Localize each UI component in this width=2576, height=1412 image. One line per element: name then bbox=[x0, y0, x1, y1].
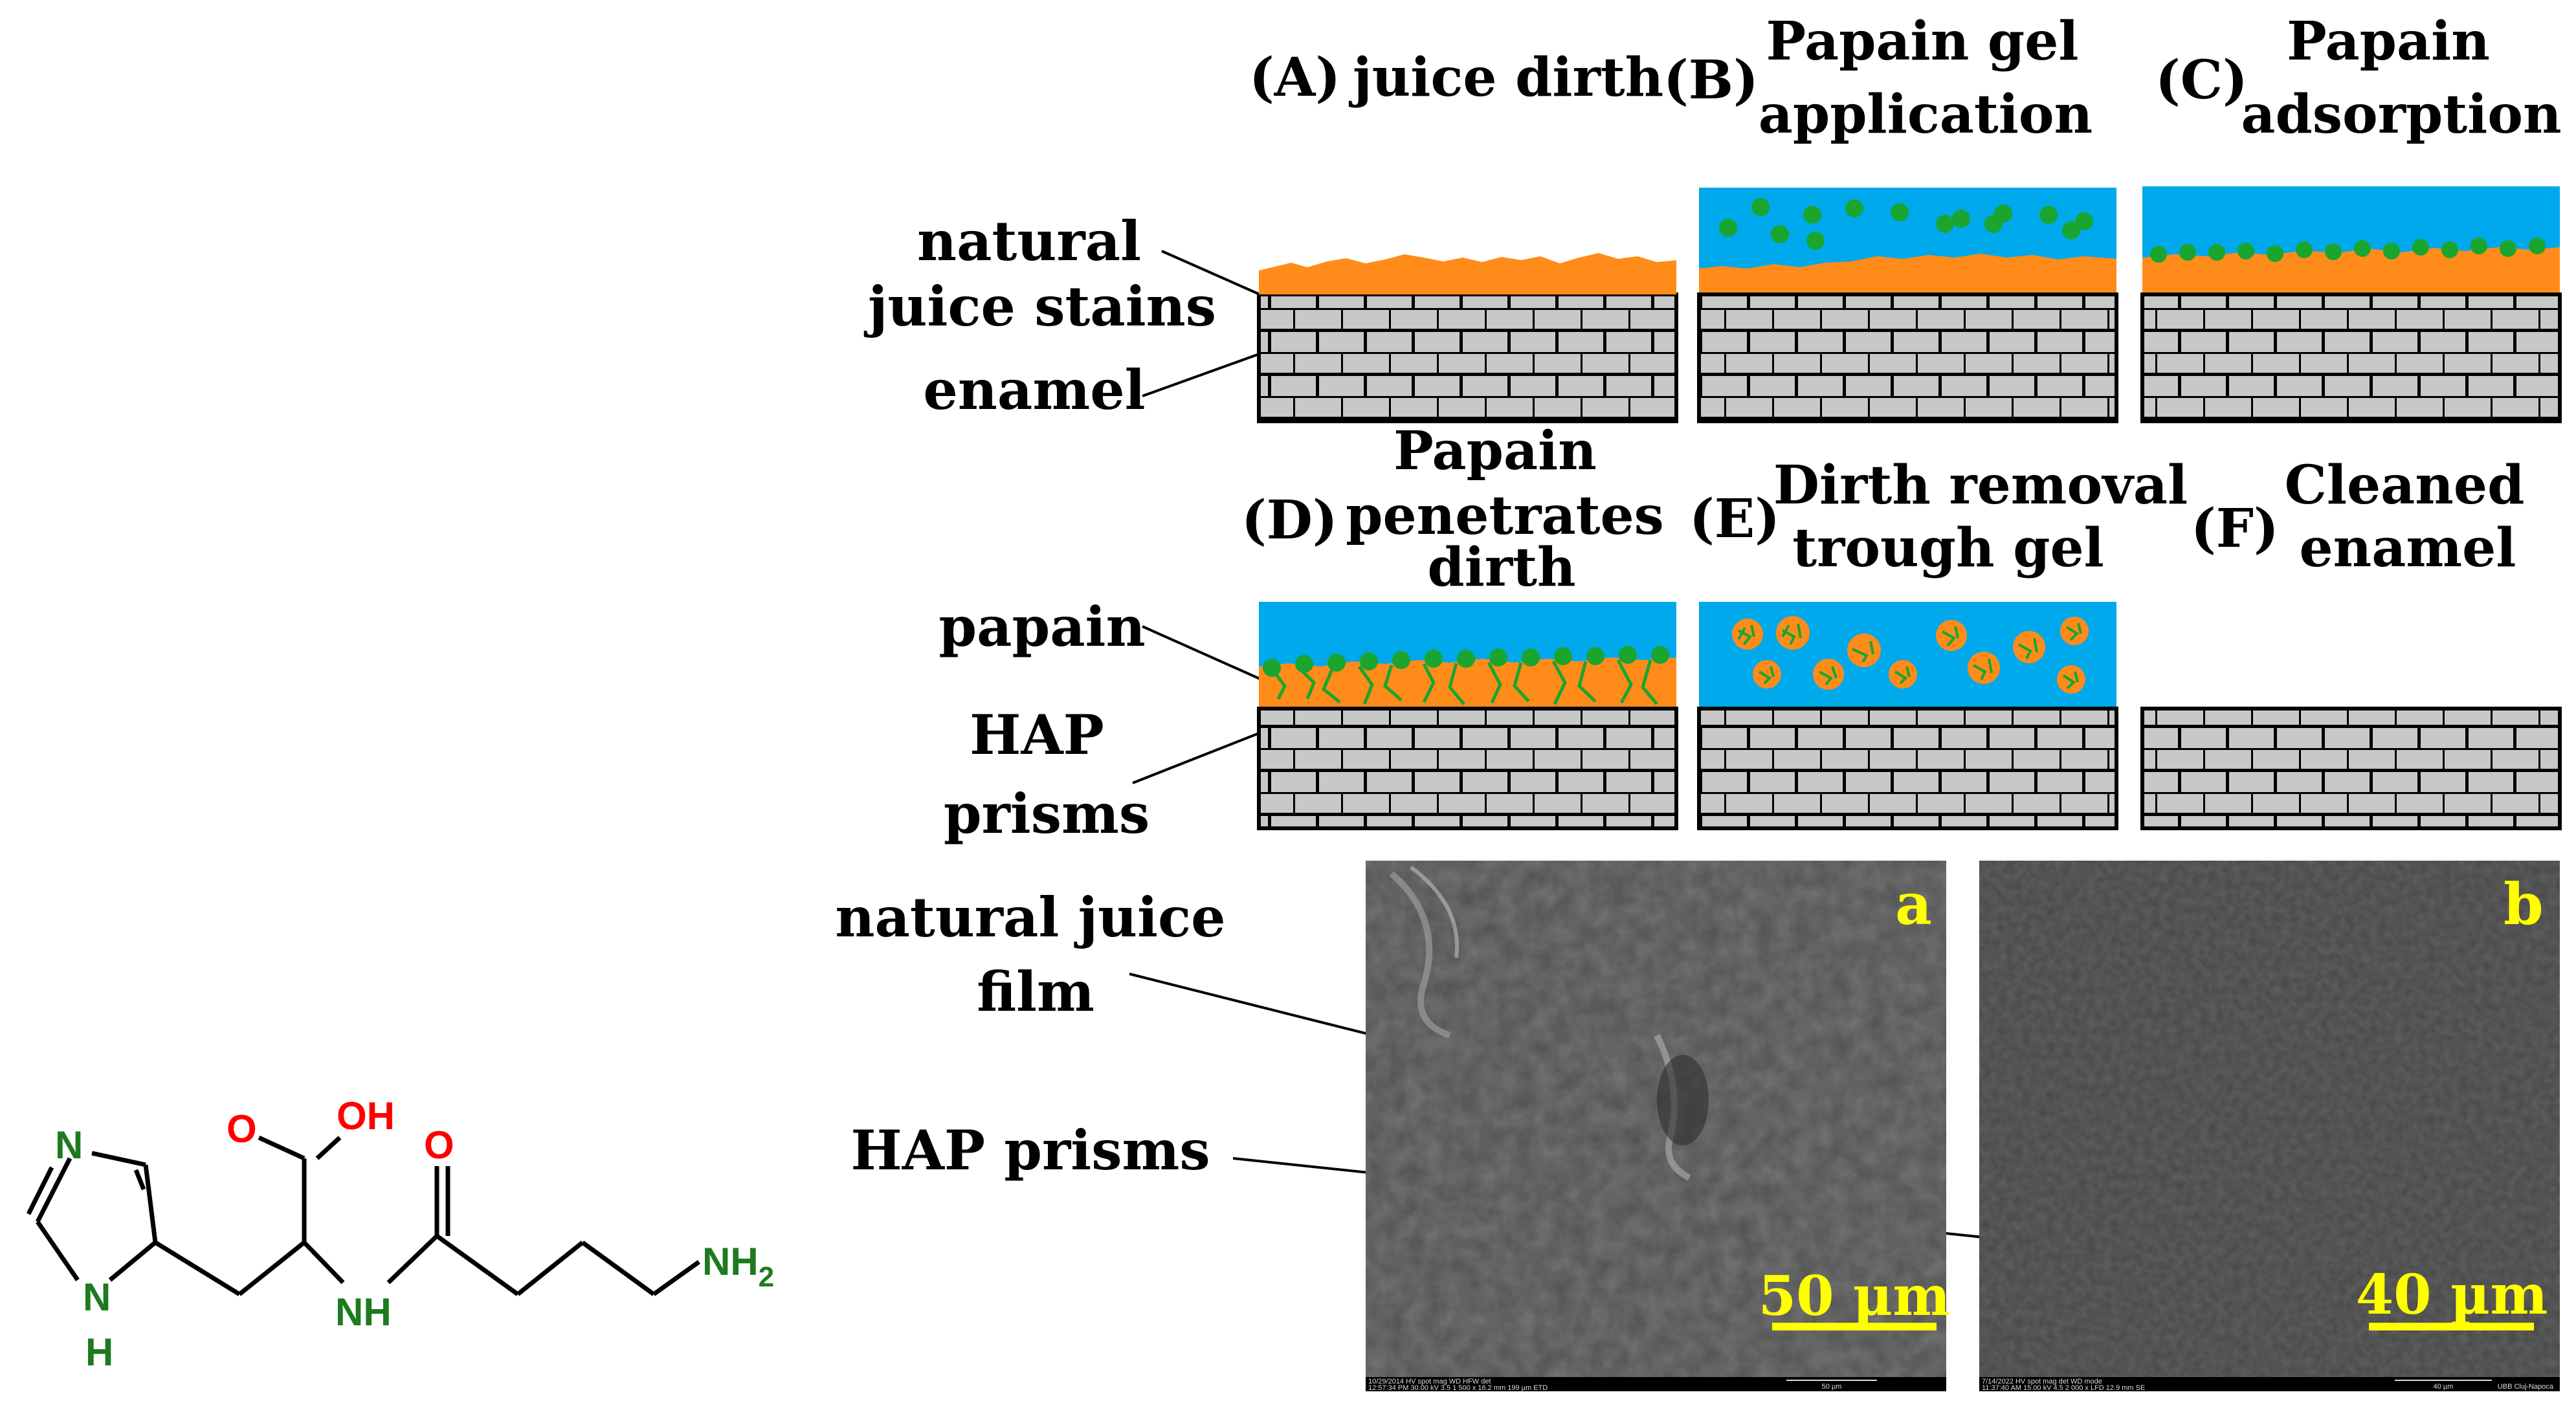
juice-stain-layer-a bbox=[1259, 253, 1676, 294]
panel-e-title-line1: Dirth removal bbox=[1773, 454, 2188, 516]
panel-d-title-line1: Papain bbox=[1393, 420, 1597, 482]
label-prisms: prisms bbox=[944, 782, 1149, 846]
panel-e-title-line2: trough gel bbox=[1792, 517, 2104, 579]
panel-c-letter: (C) bbox=[2155, 49, 2248, 111]
sem-b-mark: b bbox=[2504, 870, 2544, 938]
panel-f-letter: (F) bbox=[2191, 498, 2279, 560]
label-natural: natural bbox=[917, 209, 1141, 273]
panel-c-schematic bbox=[2140, 186, 2562, 423]
sem-a-info-bottom: 12:57:34 PM 30.00 kV 3.5 1 500 x 16.2 mm… bbox=[1368, 1384, 1548, 1392]
sem-a-mark: a bbox=[1895, 870, 1932, 938]
atom-nh2: NH2 bbox=[702, 1240, 774, 1293]
sem-b-info-top: 7/14/2022 HV spot mag det WD mode bbox=[1982, 1378, 2102, 1385]
molecule-structure bbox=[26, 1135, 701, 1296]
sem-image-b: 7/14/2022 HV spot mag det WD mode 11:37:… bbox=[1979, 861, 2560, 1392]
juice-stain-layer-b bbox=[1699, 254, 2116, 294]
atom-h-ring: H bbox=[85, 1330, 113, 1374]
sem-image-a: 10/29/2014 HV spot mag WD HFW det 12:57:… bbox=[1366, 861, 1950, 1392]
label-papain: papain bbox=[938, 595, 1145, 659]
label-natural-juice: natural juice bbox=[835, 885, 1225, 949]
papain-network-d bbox=[1274, 659, 1658, 705]
sem-b-info-bottom: 11:37:40 AM 15.00 kV 4.5 2 000 x LFD 12.… bbox=[1982, 1384, 2145, 1392]
label-enamel: enamel bbox=[923, 358, 1145, 422]
label-hap: HAP bbox=[970, 703, 1104, 767]
panel-b-schematic bbox=[1697, 188, 2118, 423]
panel-d-title-line3: dirth bbox=[1427, 536, 1575, 599]
panel-c-title-line1: Papain bbox=[2287, 10, 2490, 72]
sem-a-scale: 50 µm bbox=[1759, 1264, 1951, 1328]
panel-e-schematic bbox=[1697, 602, 2118, 830]
panel-b-title-line1: Papain gel bbox=[1766, 10, 2078, 72]
label-juice-stains: juice stains bbox=[863, 274, 1216, 338]
panel-d-schematic bbox=[1257, 602, 1678, 830]
gel-layer-e bbox=[1699, 602, 2116, 709]
sem-b-info-inst: UBB Cluj-Napoca bbox=[2498, 1383, 2554, 1391]
panel-a-title: juice dirth bbox=[1348, 47, 1663, 109]
panel-e-letter: (E) bbox=[1689, 488, 1780, 550]
panel-a-schematic bbox=[1257, 253, 1678, 423]
panel-b-letter: (B) bbox=[1663, 49, 1759, 111]
panel-f-title-line2: enamel bbox=[2299, 517, 2516, 579]
sem-b-scale: 40 µm bbox=[2356, 1263, 2548, 1327]
panel-b-title-line2: application bbox=[1759, 83, 2093, 146]
panel-f-schematic bbox=[2140, 707, 2562, 830]
panel-c-title-line2: adsorption bbox=[2241, 83, 2561, 146]
sem-a-info-top: 10/29/2014 HV spot mag WD HFW det bbox=[1368, 1378, 1491, 1385]
panel-d-title-line2: penetrates bbox=[1346, 485, 1664, 547]
atom-oh: OH bbox=[337, 1094, 395, 1138]
atom-n-ring-bottom: N bbox=[83, 1275, 111, 1319]
label-hap-prisms: HAP prisms bbox=[850, 1118, 1210, 1182]
sem-b-info-scale: 40 µm bbox=[2434, 1383, 2454, 1391]
panel-f-title-line1: Cleaned bbox=[2285, 454, 2525, 516]
panel-d-letter: (D) bbox=[1241, 489, 1338, 551]
atom-o-carbonyl: O bbox=[227, 1107, 257, 1151]
atom-n-ring-top: N bbox=[55, 1123, 83, 1167]
label-film: film bbox=[977, 960, 1094, 1024]
dirt-particles-e bbox=[1732, 616, 2089, 694]
panel-a-letter: (A) bbox=[1249, 47, 1340, 109]
atom-nh: NH bbox=[335, 1290, 392, 1334]
atom-o-amide: O bbox=[424, 1123, 454, 1167]
sem-a-info-scale: 50 µm bbox=[1822, 1383, 1842, 1391]
